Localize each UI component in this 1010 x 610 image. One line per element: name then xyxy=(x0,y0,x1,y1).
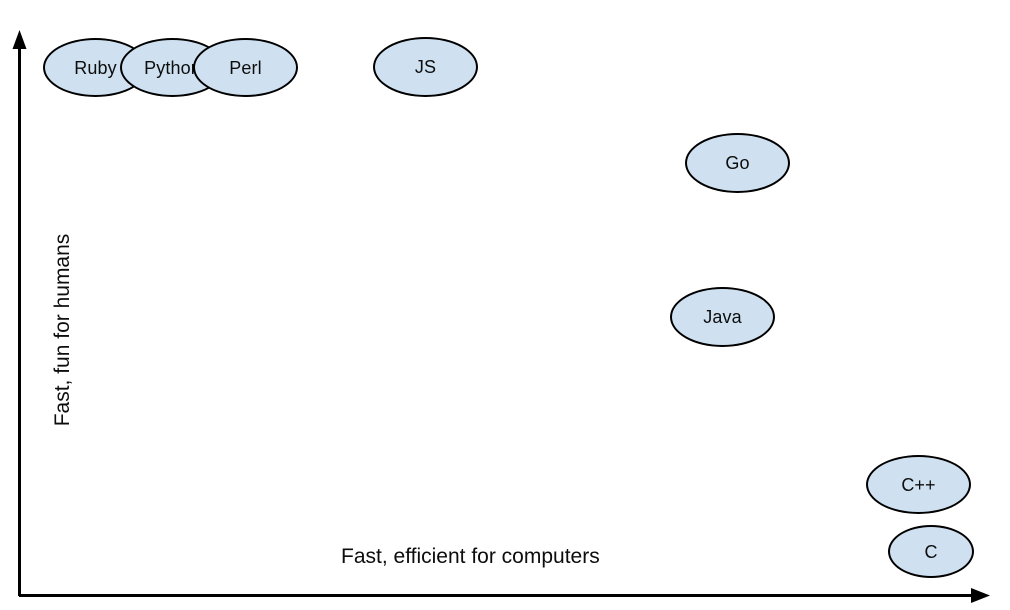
x-axis-label: Fast, efficient for computers xyxy=(341,545,600,568)
node-go[interactable]: Go xyxy=(685,133,790,193)
vertical-axis-arrowhead xyxy=(12,30,27,49)
node-java[interactable]: Java xyxy=(670,287,775,347)
node-label: Go xyxy=(725,153,750,173)
node-cpp[interactable]: C++ xyxy=(866,455,971,514)
node-js[interactable]: JS xyxy=(373,37,478,97)
node-label: C xyxy=(924,541,938,562)
node-label: Ruby xyxy=(74,57,117,78)
node-perl[interactable]: Perl xyxy=(193,38,298,97)
horizontal-axis-arrowhead xyxy=(971,588,990,603)
node-label: JS xyxy=(414,57,437,77)
node-c[interactable]: C xyxy=(888,525,974,578)
node-label: C++ xyxy=(901,474,936,495)
node-label: Java xyxy=(703,307,742,327)
node-label: Python xyxy=(144,57,201,78)
y-axis-label: Fast, fun for humans xyxy=(51,233,74,427)
node-label: Perl xyxy=(229,57,262,78)
